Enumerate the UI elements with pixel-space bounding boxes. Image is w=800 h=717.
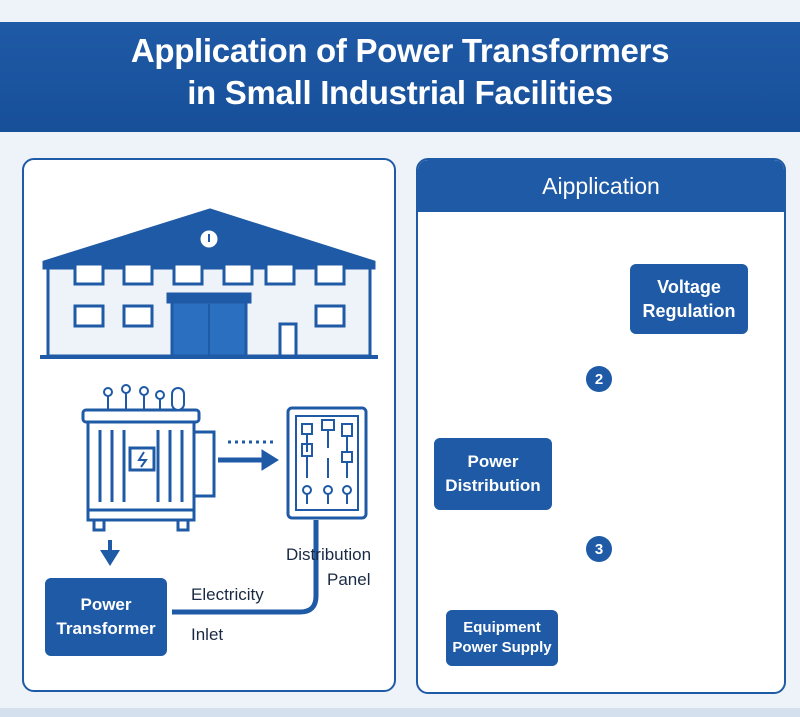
title-line-1: Application of Power Transformers — [130, 32, 670, 69]
step-two-badge: 2 — [586, 366, 612, 392]
electricity-label: Electricity — [191, 585, 264, 604]
step-three-badge: 3 — [586, 536, 612, 562]
power-transformer-line-1: Power — [80, 595, 132, 614]
application-header-text: Aipplication — [542, 173, 660, 199]
bottom-strip — [0, 708, 800, 717]
page-title: Application of Power Transformers in Sma… — [0, 30, 800, 114]
power-distribution-line-2: Distribution — [445, 476, 541, 495]
inlet-label: Inlet — [191, 625, 224, 644]
transformer-icon — [81, 384, 216, 532]
panel-label: Panel — [327, 570, 371, 589]
distribution-label: Distribution — [286, 545, 372, 564]
voltage-regulation-line-1: Voltage — [657, 277, 721, 297]
factory-icon — [40, 208, 378, 359]
right-panel: Aipplication — [416, 158, 786, 694]
title-line-2: in Small Industrial Facilities — [187, 74, 613, 111]
power-distribution-line-1: Power — [467, 452, 519, 471]
power-distribution-box: Power Distribution — [434, 438, 552, 510]
equipment-power-supply-box: Equipment Power Supply — [446, 610, 558, 666]
step-three-number: 3 — [594, 540, 604, 558]
header: Application of Power Transformers in Sma… — [0, 0, 800, 132]
step-two-number: 2 — [594, 370, 604, 388]
power-transformer-line-2: Transformer — [56, 619, 156, 638]
voltage-regulation-line-2: Regulation — [642, 301, 736, 321]
equipment-power-supply-line-1: Equipment — [463, 619, 541, 636]
transformer-to-panel-connector — [218, 440, 279, 471]
application-header: Aipplication — [418, 160, 784, 212]
inlet-cable — [172, 520, 319, 615]
voltage-regulation-box: Voltage Regulation — [630, 264, 748, 334]
distribution-panel-icon — [286, 406, 368, 520]
transformer-down-arrow — [100, 540, 120, 566]
power-transformer-box: Power Transformer — [45, 578, 167, 656]
equipment-power-supply-line-2: Power Supply — [452, 639, 552, 656]
title-banner — [0, 22, 800, 132]
